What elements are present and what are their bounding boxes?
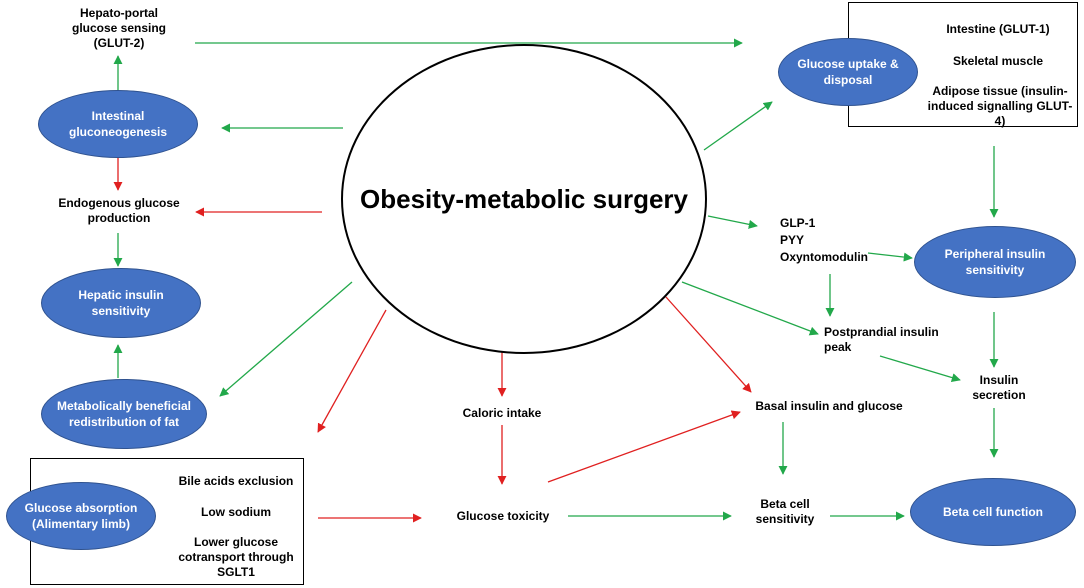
arrow-center-to-glp [707,215,758,229]
node-hepatic-insulin-sensitivity: Hepatic insulin sensitivity [41,268,201,338]
node-label: Hepatic insulin sensitivity [78,288,164,318]
arrow-center-to-basal [665,296,752,393]
node-label: Metabolically beneficial redistribution … [56,399,192,429]
node-peripheral-insulin-sensitivity: Peripheral insulin sensitivity [914,226,1076,298]
arrow-glp-to-pis [867,252,913,262]
arrow-toxicity-to-basal [547,410,741,483]
absorption-item-low-sodium: Low sodium [201,505,271,519]
node-label: Glucose absorption (Alimentary limb) [24,501,138,531]
node-label: Glucose uptake & disposal [797,57,899,87]
label-glucose-toxicity: Glucose toxicity [456,509,550,523]
label-caloric-intake: Caloric intake [462,406,542,420]
absorption-item-sglt1: Lower glucose cotransport through SGLT1 [178,535,294,579]
node-beta-cell-function: Beta cell function [910,478,1076,546]
node-label: Intestinal gluconeogenesis [68,109,168,139]
label-basal-insulin: Basal insulin and glucose [755,399,903,413]
uptake-item-intestine: Intestine (GLUT-1) [946,22,1050,36]
arrow-postprandial-to-secretion [879,355,961,383]
absorption-item-bile-acids: Bile acids exclusion [178,474,294,488]
node-glucose-uptake: Glucose uptake & disposal [778,38,918,106]
node-label: Beta cell function [942,505,1043,519]
label-hepato-portal: Hepato-portal glucose sensing (GLUT-2) [71,6,167,50]
center-title: Obesity-metabolic surgery [360,183,688,214]
uptake-item-adipose: Adipose tissue (insulin-induced signalli… [927,84,1073,128]
label-glp1: GLP-1 [780,216,816,230]
node-fat-redistribution: Metabolically beneficial redistribution … [41,379,207,449]
uptake-item-skeletal-muscle: Skeletal muscle [952,54,1044,68]
center-ellipse: Obesity-metabolic surgery [341,44,707,354]
node-label: Peripheral insulin sensitivity [944,247,1046,277]
arrow-center-to-absorption-box [317,309,387,433]
label-insulin-secretion: Insulin secretion [972,373,1026,402]
label-oxyntomodulin: Oxyntomodulin [780,250,868,264]
label-endogenous-glucose: Endogenous glucose production [58,196,180,225]
arrow-center-to-postprandial [681,281,819,336]
label-pyy: PYY [780,233,805,247]
node-intestinal-gluconeogenesis: Intestinal gluconeogenesis [38,90,198,158]
arrow-center-to-uptake [703,101,773,151]
label-postprandial: Postprandial insulin peak [824,325,939,354]
node-glucose-absorption: Glucose absorption (Alimentary limb) [6,482,156,550]
arrow-center-to-fat [219,281,353,397]
label-beta-cell-sensitivity: Beta cell sensitivity [755,497,815,526]
